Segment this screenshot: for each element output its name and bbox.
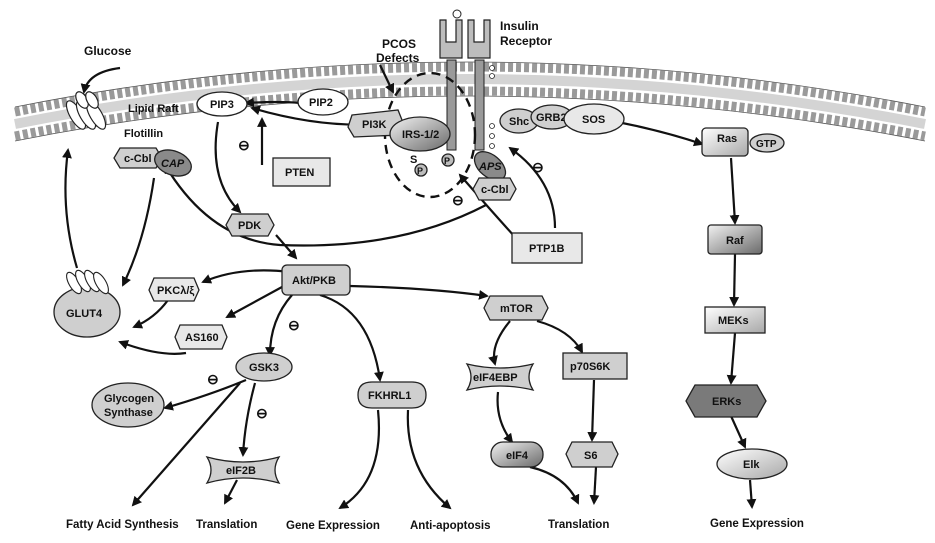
svg-text:IRS-1/2: IRS-1/2 [402, 129, 439, 141]
node-eif4ebp: eIF4EBP [465, 362, 535, 392]
svg-text:GRB2: GRB2 [536, 112, 567, 124]
node-glut4: GLUT4 [53, 269, 121, 338]
svg-text:PKCλ/ξ: PKCλ/ξ [157, 285, 194, 297]
svg-text:p70S6K: p70S6K [570, 361, 610, 373]
svg-text:ERKs: ERKs [712, 396, 741, 408]
node-irs: IRS-1/2 [389, 116, 451, 152]
node-cap: CAP [154, 149, 192, 177]
svg-text:PI3K: PI3K [362, 119, 387, 131]
svg-text:APS: APS [478, 161, 502, 173]
output-gene-expression-right: Gene Expression [710, 518, 804, 530]
node-sos: SOS [563, 103, 625, 135]
node-s6: S6 [565, 441, 619, 468]
svg-text:GTP: GTP [756, 139, 777, 150]
svg-text:Akt/PKB: Akt/PKB [292, 275, 336, 287]
node-ras: Ras [701, 127, 749, 157]
node-p-site: P [441, 153, 455, 167]
node-elk: Elk [716, 448, 788, 480]
svg-text:c-Cbl: c-Cbl [124, 153, 152, 165]
insulin-receptor [439, 9, 495, 151]
node-pkc: PKCλ/ξ [148, 277, 200, 302]
svg-text:Ras: Ras [717, 133, 737, 145]
node-as160: AS160 [174, 324, 228, 350]
svg-text:mTOR: mTOR [500, 303, 533, 315]
svg-text:Elk: Elk [743, 459, 760, 471]
node-eif2b: eIF2B [205, 455, 281, 485]
svg-text:c-Cbl: c-Cbl [481, 184, 509, 196]
svg-text:Raf: Raf [726, 235, 744, 247]
node-pip2: PIP2 [297, 88, 349, 116]
receptor-left-chain [446, 59, 457, 151]
node-c-cbl-right: c-Cbl [472, 177, 517, 201]
svg-text:S: S [410, 154, 417, 166]
insulin-ligand [452, 9, 462, 19]
svg-text:P: P [444, 156, 450, 166]
insulin-receptor-label-line2: Receptor [500, 34, 552, 48]
node-eif4: eIF4 [490, 441, 544, 468]
svg-text:Glycogen: Glycogen [104, 393, 154, 405]
svg-text:PIP2: PIP2 [309, 97, 333, 109]
output-translation-left: Translation [196, 519, 257, 531]
receptor-right-alpha [467, 19, 491, 59]
svg-text:AS160: AS160 [185, 332, 219, 344]
svg-text:S6: S6 [584, 450, 597, 462]
pcos-label-line1: PCOS [382, 37, 416, 51]
node-raf: Raf [707, 224, 763, 255]
insulin-receptor-label-line1: Insulin [500, 19, 539, 33]
node-shc: Shc [499, 108, 539, 134]
node-ptp1b: PTP1B [511, 232, 583, 264]
svg-text:Synthase: Synthase [104, 407, 153, 419]
output-translation-right: Translation [548, 519, 609, 531]
svg-text:eIF2B: eIF2B [226, 465, 256, 477]
inhibition-icon-glycogen: ⊖ [207, 371, 219, 387]
node-aps: APS [473, 151, 507, 181]
output-anti-apoptosis: Anti-apoptosis [410, 520, 491, 532]
inhibition-icon-ptp1b-irs: ⊖ [452, 192, 464, 208]
node-erks: ERKs [685, 384, 767, 418]
svg-text:GSK3: GSK3 [249, 362, 279, 374]
inhibition-icon-ptp1b-aps: ⊖ [532, 159, 544, 175]
inhibition-icon-pten: ⊖ [238, 137, 250, 153]
node-pten: PTEN [272, 157, 331, 187]
pcos-label-line2: Defects [376, 51, 420, 65]
inhibition-icon-eif2b: ⊖ [256, 405, 268, 421]
cell-membrane [14, 61, 926, 142]
node-gsk3: GSK3 [235, 352, 293, 382]
node-s-site: S P [410, 154, 428, 177]
node-pip3: PIP3 [196, 91, 248, 117]
output-fatty-acid-synthesis: Fatty Acid Synthesis [66, 519, 179, 531]
svg-text:P: P [417, 166, 423, 176]
node-p70s6k: p70S6K [562, 352, 628, 380]
flotillin-label: Flotillin [124, 128, 163, 140]
svg-text:PIP3: PIP3 [210, 99, 234, 111]
svg-text:PTP1B: PTP1B [529, 243, 565, 255]
receptor-left-alpha [439, 19, 463, 59]
node-pdk: PDK [225, 213, 275, 237]
node-meks: MEKs [704, 306, 766, 334]
inhibition-icon-gsk3: ⊖ [288, 317, 300, 333]
glucose-label: Glucose [84, 44, 132, 58]
svg-text:Shc: Shc [509, 116, 529, 128]
svg-text:eIF4EBP: eIF4EBP [473, 372, 518, 384]
svg-text:CAP: CAP [161, 158, 185, 170]
receptor-right-chain [474, 59, 485, 151]
svg-text:GLUT4: GLUT4 [66, 308, 103, 320]
svg-text:PDK: PDK [238, 220, 261, 232]
glucose-transporter [65, 91, 107, 130]
svg-text:eIF4: eIF4 [506, 450, 529, 462]
svg-text:MEKs: MEKs [718, 315, 749, 327]
svg-text:SOS: SOS [582, 114, 605, 126]
inhibition-marks: ⊖ ⊖ ⊖ ⊖ ⊖ ⊖ [207, 137, 544, 421]
node-c-cbl-left: c-Cbl [113, 147, 163, 169]
node-akt: Akt/PKB [281, 264, 351, 296]
node-mtor: mTOR [483, 295, 549, 321]
node-fkhrl1: FKHRL1 [357, 381, 427, 409]
node-gtp: GTP [749, 133, 785, 153]
svg-text:FKHRL1: FKHRL1 [368, 390, 411, 402]
output-gene-expression-left: Gene Expression [286, 520, 380, 532]
node-glycogen-synthase: Glycogen Synthase [91, 382, 165, 428]
lipid-raft-label: Lipid Raft [128, 103, 179, 115]
svg-text:PTEN: PTEN [285, 167, 314, 179]
